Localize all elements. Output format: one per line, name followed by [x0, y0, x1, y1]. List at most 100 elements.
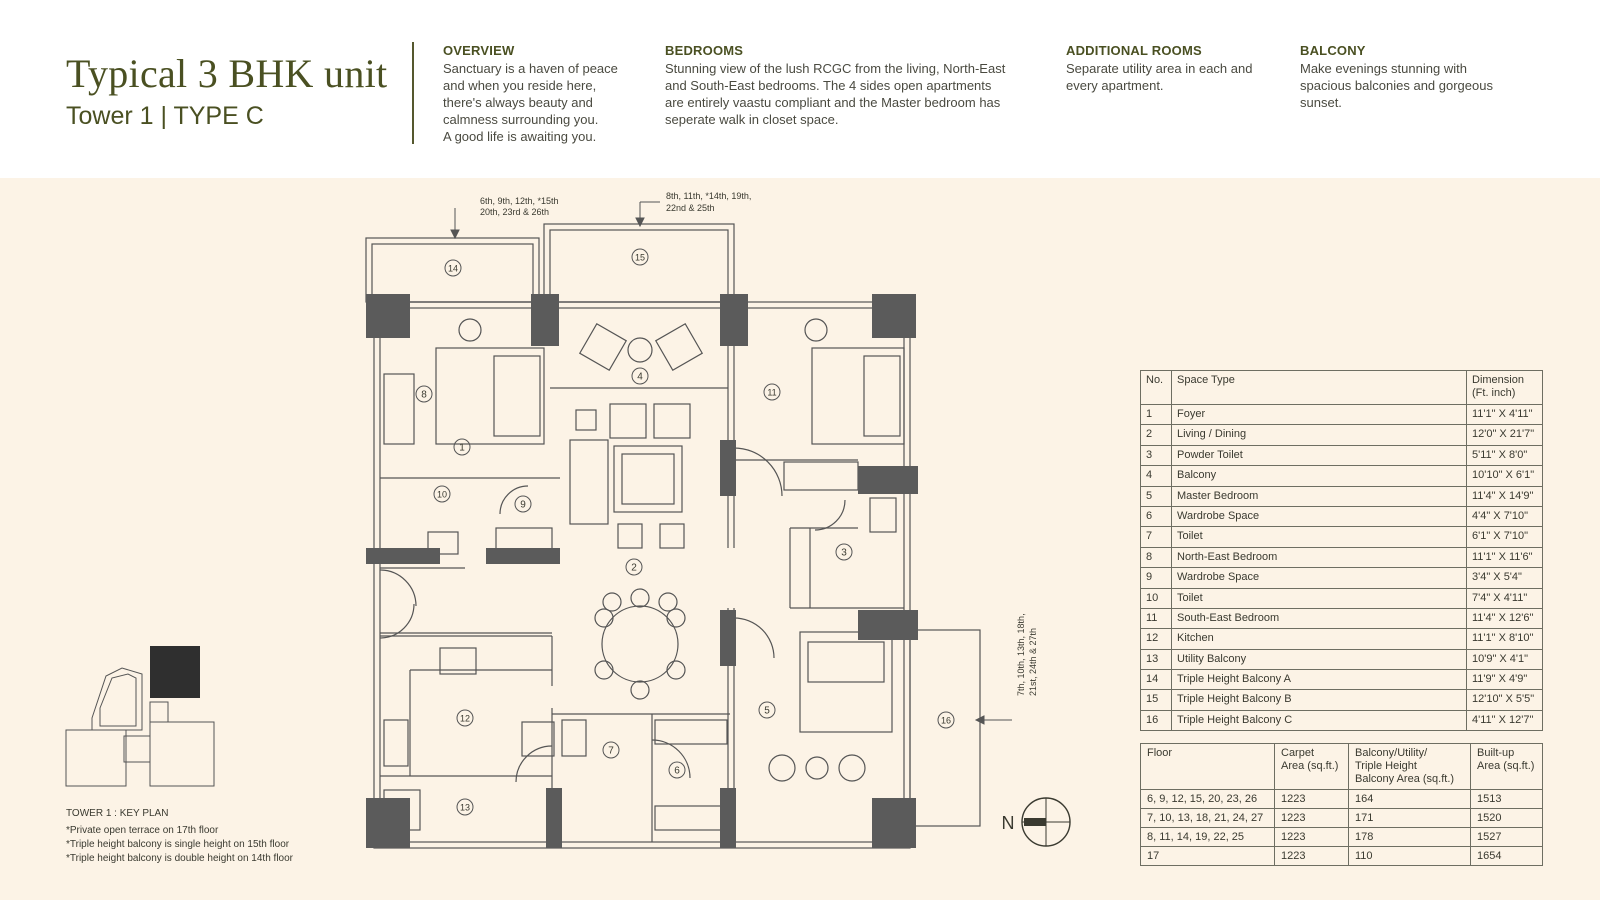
cell-no: 2	[1140, 424, 1172, 446]
room-number-3: 3	[841, 548, 847, 559]
cell-builtup: 1513	[1470, 789, 1543, 809]
balcony-15-outline	[543, 223, 735, 303]
balcony-heading: BALCONY	[1300, 43, 1366, 58]
cell-space: Triple Height Balcony A	[1171, 669, 1467, 691]
room-number-10: 10	[437, 490, 447, 500]
cell-dim: 7'4" X 4'11"	[1466, 587, 1543, 609]
cell-balcony: 164	[1348, 789, 1471, 809]
col-dimension: Dimension (Ft. inch)	[1466, 370, 1543, 405]
cell-no: 14	[1140, 669, 1172, 691]
cell-dim: 11'4" X 12'6"	[1466, 607, 1543, 630]
callout-balcony-b-line2: 22nd & 25th	[666, 203, 715, 213]
cell-no: 3	[1140, 444, 1172, 467]
cell-no: 15	[1140, 689, 1172, 711]
overview-section: OVERVIEW Sanctuary is a haven of peace a…	[443, 42, 648, 145]
cell-builtup: 1520	[1470, 808, 1543, 828]
cell-space: Powder Toilet	[1171, 444, 1467, 467]
floor-plan-area: 1 2 3 4 5 6 7 8 9 10 11 12 13 14 15 16 6…	[0, 178, 1600, 900]
header: Typical 3 BHK unit Tower 1 | TYPE C OVER…	[0, 0, 1600, 178]
note-item: *Triple height balcony is double height …	[66, 853, 294, 864]
room-number-12: 12	[460, 714, 470, 724]
callout-balcony-a-line2: 20th, 23rd & 26th	[480, 207, 549, 217]
additional-rooms-text: Separate utility area in each and every …	[1066, 61, 1253, 93]
cell-carpet: 1223	[1274, 846, 1349, 866]
cell-carpet: 1223	[1274, 808, 1349, 828]
cell-floor: 8, 11, 14, 19, 22, 25	[1140, 827, 1275, 847]
cell-space: Toilet	[1171, 587, 1467, 609]
balcony-section: BALCONY Make evenings stunning with spac…	[1300, 42, 1540, 111]
cell-no: 9	[1140, 567, 1172, 589]
cell-no: 6	[1140, 505, 1172, 528]
cell-balcony: 110	[1348, 846, 1471, 866]
room-number-16: 16	[941, 716, 951, 726]
cell-space: Utility Balcony	[1171, 648, 1467, 671]
col-carpet-area: Carpet Area (sq.ft.)	[1274, 743, 1349, 790]
room-number-13: 13	[460, 803, 470, 813]
cell-no: 10	[1140, 587, 1172, 609]
cell-no: 4	[1140, 465, 1172, 487]
cell-dim: 3'4" X 5'4"	[1466, 567, 1543, 589]
page-title: Typical 3 BHK unit	[66, 51, 388, 96]
cell-floor: 6, 9, 12, 15, 20, 23, 26	[1140, 789, 1275, 809]
cell-dim: 11'1" X 11'6"	[1466, 546, 1543, 569]
cell-space: Living / Dining	[1171, 424, 1467, 446]
overview-text: Sanctuary is a haven of peace and when y…	[443, 61, 618, 144]
cell-space: Triple Height Balcony B	[1171, 689, 1467, 711]
cell-dim: 12'0" X 21'7"	[1466, 424, 1543, 446]
room-number-14: 14	[448, 264, 458, 274]
cell-carpet: 1223	[1274, 789, 1349, 809]
room-number-1: 1	[459, 443, 465, 454]
cell-dim: 4'11" X 12'7"	[1466, 709, 1543, 732]
cell-space: Wardrobe Space	[1171, 505, 1467, 528]
additional-rooms-heading: ADDITIONAL ROOMS	[1066, 43, 1202, 58]
cell-carpet: 1223	[1274, 827, 1349, 847]
cell-builtup: 1527	[1470, 827, 1543, 847]
col-no: No.	[1140, 370, 1172, 405]
cell-space: Balcony	[1171, 465, 1467, 487]
cell-dim: 10'9" X 4'1"	[1466, 648, 1543, 671]
cell-no: 12	[1140, 628, 1172, 650]
cell-dim: 11'9" X 4'9"	[1466, 669, 1543, 691]
balcony-text: Make evenings stunning with spacious bal…	[1300, 61, 1493, 110]
cell-dim: 11'1" X 4'11"	[1466, 403, 1543, 426]
key-plan-drawing	[65, 646, 215, 787]
cell-floor: 17	[1140, 846, 1275, 866]
cell-dim: 6'1" X 7'10"	[1466, 526, 1543, 548]
note-item: *Triple height balcony is single height …	[66, 839, 290, 850]
cell-space: Wardrobe Space	[1171, 567, 1467, 589]
cell-dim: 10'10" X 6'1"	[1466, 465, 1543, 487]
cell-dim: 11'1" X 8'10"	[1466, 628, 1543, 650]
unit-outline	[373, 301, 911, 849]
north-compass: N	[1002, 797, 1071, 847]
key-plan-notes: *Private open terrace on 17th floor *Tri…	[66, 824, 293, 866]
room-number-7: 7	[608, 746, 614, 757]
floor-area-table: Floor Carpet Area (sq.ft.) Balcony/Utili…	[1140, 743, 1543, 866]
col-balcony-area: Balcony/Utility/ Triple Height Balcony A…	[1348, 743, 1471, 790]
floor-plan-drawing: 1 2 3 4 5 6 7 8 9 10 11 12 13 14 15 16 6…	[65, 191, 1071, 849]
callout-balcony-c-line1: 7th, 10th, 13th, 18th,	[1016, 613, 1026, 696]
cell-floor: 7, 10, 13, 18, 21, 24, 27	[1140, 808, 1275, 828]
bedrooms-section: BEDROOMS Stunning view of the lush RCGC …	[665, 42, 1045, 128]
cell-no: 5	[1140, 485, 1172, 507]
key-plan-label: TOWER 1 : KEY PLAN	[66, 808, 169, 819]
bedrooms-text: Stunning view of the lush RCGC from the …	[665, 61, 1006, 127]
col-space-type: Space Type	[1171, 370, 1467, 405]
cell-dim: 12'10" X 5'5"	[1466, 689, 1543, 711]
cell-no: 13	[1140, 648, 1172, 671]
structural-columns	[366, 294, 918, 848]
room-number-8: 8	[421, 390, 427, 401]
floor-table-header: Floor Carpet Area (sq.ft.) Balcony/Utili…	[1140, 743, 1543, 790]
